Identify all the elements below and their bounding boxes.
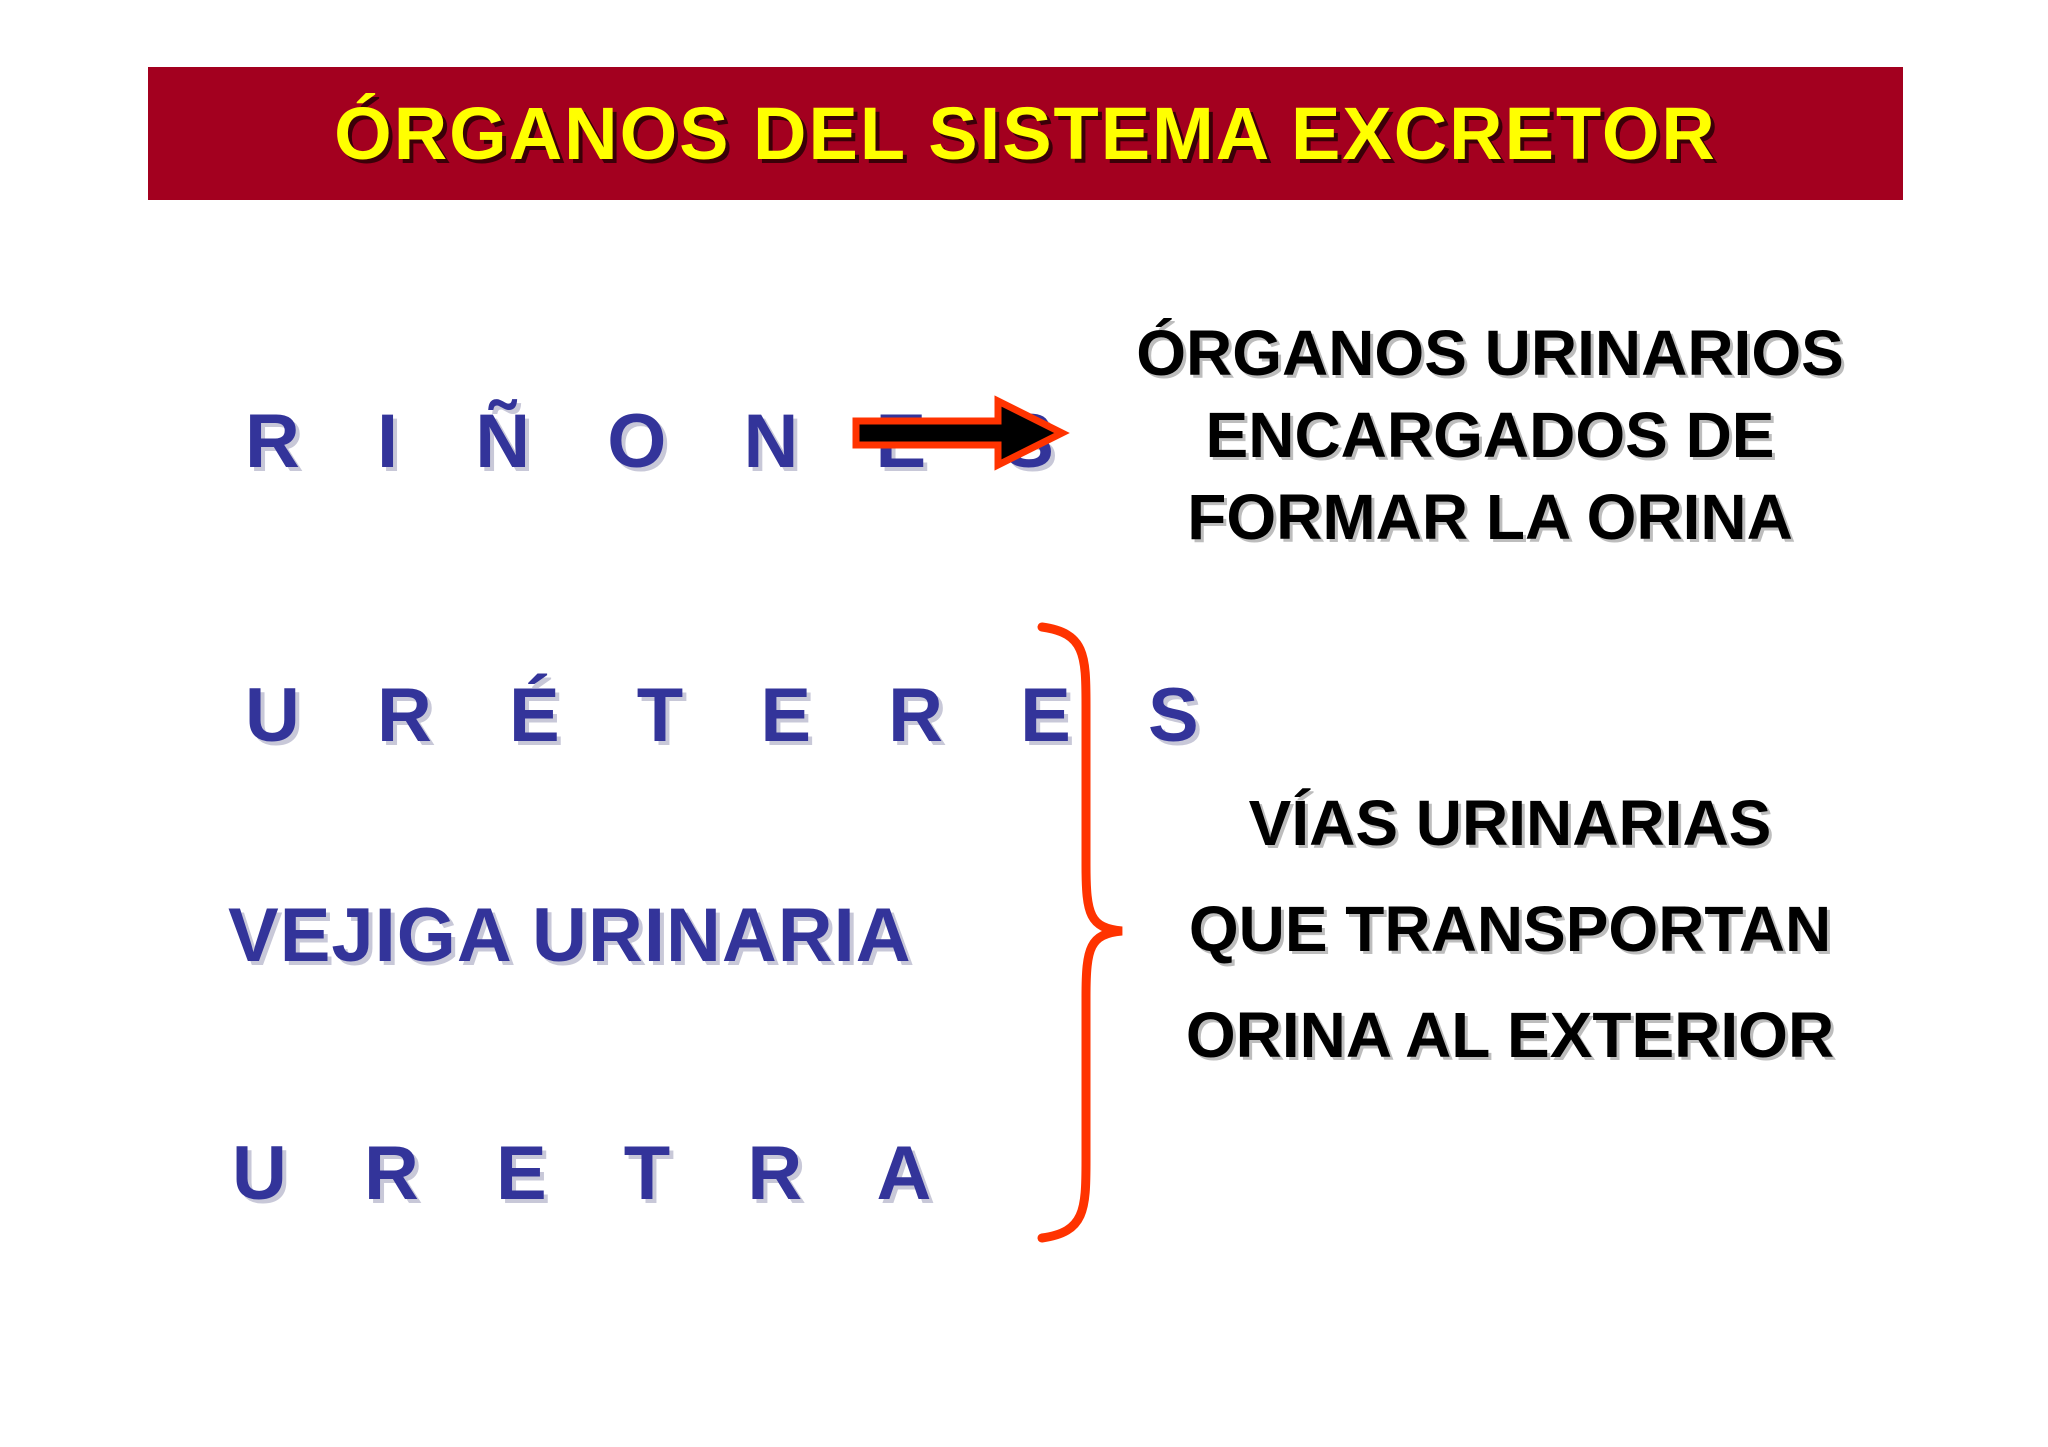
description-line: ORINA AL EXTERIOR [1185,999,1835,1071]
urinary-tracts-description: VÍAS URINARIAS QUE TRANSPORTAN ORINA AL … [1110,770,1910,1088]
description-line: VÍAS URINARIAS [1248,787,1772,859]
title-bar: ÓRGANOS DEL SISTEMA EXCRETOR [148,67,1903,200]
slide-title: ÓRGANOS DEL SISTEMA EXCRETOR [334,92,1717,175]
organ-uretra: U R E T R A [232,1131,960,1216]
description-line: FORMAR LA ORINA [1187,481,1793,553]
description-line: ÓRGANOS URINARIOS [1136,317,1844,389]
urinary-organs-description: ÓRGANOS URINARIOS ENCARGADOS DE FORMAR L… [1090,312,1890,558]
right-arrow-icon [852,395,1070,471]
organ-vejiga-urinaria: VEJIGA URINARIA [228,893,912,978]
brace-path [1037,622,1123,1243]
description-line: ENCARGADOS DE [1205,399,1775,471]
arrow-shape [852,395,1070,471]
right-curly-brace-icon [1037,622,1123,1243]
description-line: QUE TRANSPORTAN [1188,893,1832,965]
organ-ureteres: U R É T E R E S [245,673,1227,758]
